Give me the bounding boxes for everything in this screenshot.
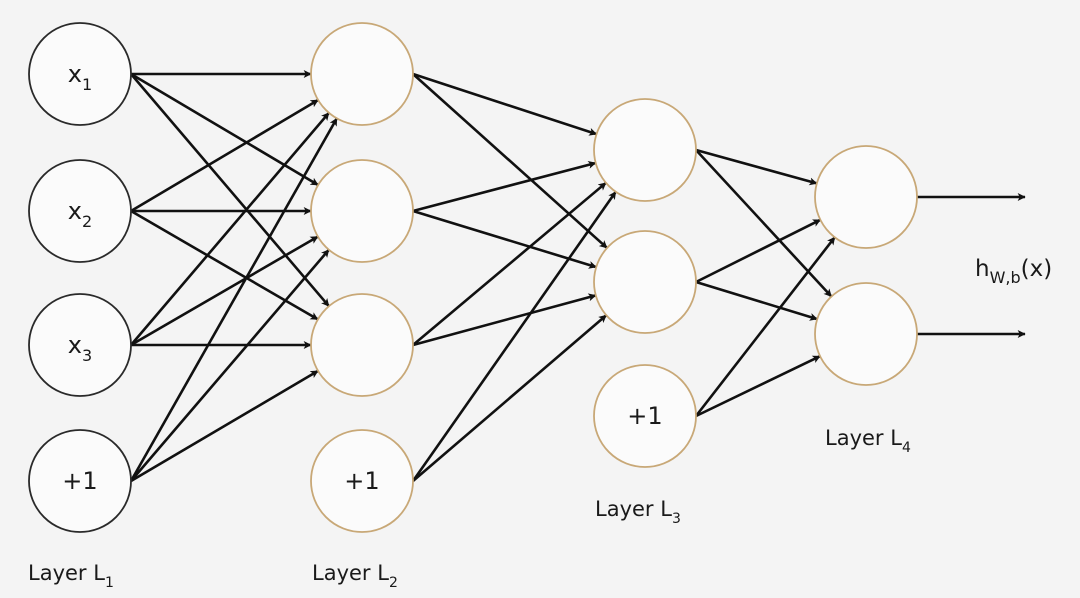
neuron-circle [814, 145, 918, 249]
edge-l2n4-to-l3n2 [412, 314, 608, 482]
edge-l2n3-to-l3n1 [412, 181, 607, 346]
edge-l1n3-to-l2n2 [130, 235, 319, 347]
neuron-label: +1 [627, 402, 662, 430]
neuron-l1-1: x1 [28, 22, 132, 126]
neuron-circle [28, 293, 132, 397]
neurons: x1 x2 x3 +1 +1 +1 [28, 22, 918, 533]
edge-l1n3-to-l2n1 [130, 111, 330, 346]
layer-label-2: Layer L2 [312, 561, 398, 591]
neuron-circle [310, 429, 414, 533]
edge-l2n2-to-l3n2 [412, 209, 597, 269]
layer-label-3: Layer L3 [595, 497, 681, 527]
neuron-label: x2 [68, 197, 92, 231]
neuron-l2-2 [310, 159, 414, 263]
edge-l3n1-to-l4n1 [695, 148, 818, 186]
neuron-l1-2: x2 [28, 159, 132, 263]
neuron-l2-3 [310, 293, 414, 397]
edge-l2n1-to-l3n2 [412, 73, 608, 249]
neuron-label: +1 [62, 467, 97, 495]
edge-l1n4-to-l2n2 [130, 248, 330, 482]
edge-l2n1-to-l3n1 [412, 72, 598, 136]
edge-l2n4-to-l3n1 [411, 191, 617, 482]
output-label: hW,b(x) [975, 256, 1052, 287]
edge-l1n1-to-l2n2 [130, 72, 319, 187]
neuron-circle [310, 22, 414, 126]
neuron-circle [593, 364, 697, 468]
neuron-circle [28, 22, 132, 126]
neuron-l4-1 [814, 145, 918, 249]
edge-l3n2-to-l4n1 [695, 218, 821, 284]
bias-node-layer-3: +1 [593, 364, 697, 468]
edge-l1n2-to-l2n3 [130, 209, 319, 321]
edge-l2n3-to-l3n2 [412, 293, 597, 347]
neuron-l4-2 [814, 282, 918, 386]
neuron-label: +1 [344, 467, 379, 495]
layer-label-1: Layer L1 [28, 561, 114, 591]
neuron-label: x3 [68, 331, 92, 365]
neuron-circle [310, 159, 414, 263]
neuron-l3-1 [593, 98, 697, 202]
layer-label-4: Layer L4 [825, 426, 911, 456]
edge-l3n3-to-l4n2 [695, 354, 821, 418]
neuron-l3-2 [593, 230, 697, 334]
edge-l1n1-to-l2n3 [130, 73, 330, 308]
connections [129, 70, 1026, 483]
bias-node-layer-2: +1 [310, 429, 414, 533]
neuron-circle [28, 429, 132, 533]
edge-l1n4-to-l2n1 [129, 117, 338, 482]
neuron-label: x1 [68, 60, 92, 94]
neuron-l1-3: x3 [28, 293, 132, 397]
neuron-l2-1 [310, 22, 414, 126]
edge-l1n2-to-l2n1 [130, 98, 319, 213]
neuron-circle [310, 293, 414, 397]
edge-l3n2-to-l4n2 [695, 280, 818, 321]
neuron-circle [814, 282, 918, 386]
edge-l2n2-to-l3n1 [412, 160, 597, 213]
neuron-circle [593, 230, 697, 334]
neuron-circle [593, 98, 697, 202]
edge-l3n3-to-l4n1 [694, 236, 836, 417]
neuron-circle [28, 159, 132, 263]
layer-labels: Layer L1 Layer L2 Layer L3 Layer L4 hW,b(x) [28, 256, 1052, 591]
edge-l1n4-to-l2n3 [130, 369, 319, 483]
bias-node-layer-1: +1 [28, 429, 132, 533]
